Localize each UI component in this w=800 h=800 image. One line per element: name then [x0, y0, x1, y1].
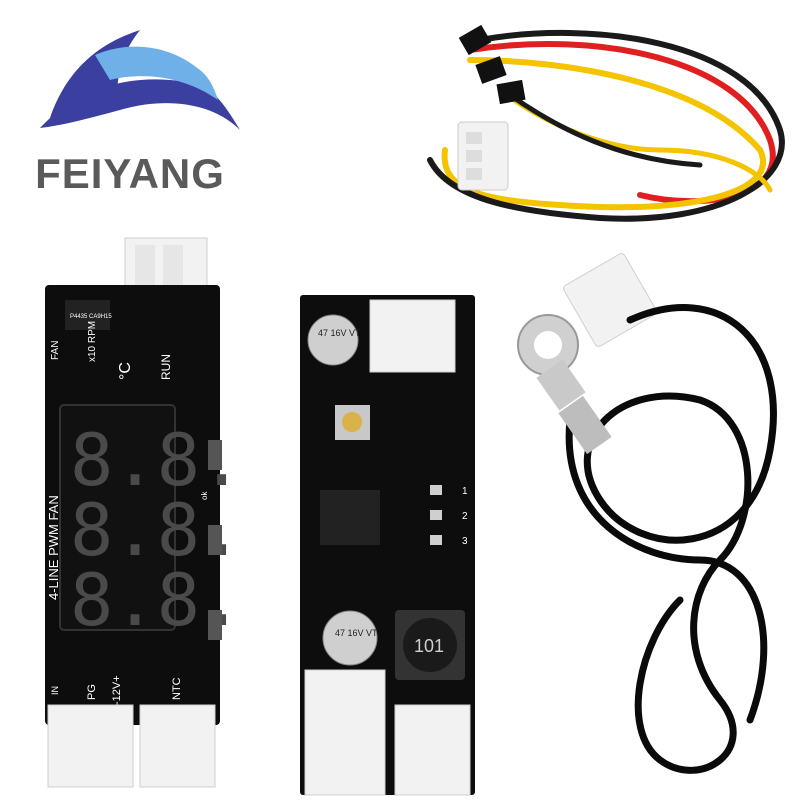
fan-connector-middle	[369, 299, 456, 373]
rpm-label: x10 RPM	[87, 321, 98, 362]
pg-label: PG	[86, 684, 98, 700]
dupont-connectors	[458, 24, 526, 105]
in-label: IN	[50, 686, 60, 695]
run-label: RUN	[159, 354, 173, 380]
cap-top-label: 47 16V VT	[318, 328, 361, 338]
input-connector	[47, 704, 134, 788]
side-buttons	[208, 440, 222, 640]
fan-label: FAN	[50, 341, 61, 360]
logo-wave-light	[95, 46, 218, 100]
ntc-label: NTC	[171, 677, 183, 700]
probe-2pin-connector	[563, 253, 657, 347]
capacitor-top	[307, 314, 359, 366]
mosfet-chip	[65, 300, 110, 330]
input-connector-middle	[304, 669, 386, 796]
led-number-3: 3	[462, 536, 468, 547]
ring-terminal	[517, 314, 586, 411]
power-label: -12V+	[111, 675, 123, 705]
unit-label: °C	[117, 362, 134, 380]
leds	[430, 485, 442, 495]
ok-label: ok	[200, 491, 209, 500]
board-side-label: 4-LINE PWM FAN	[46, 495, 61, 600]
ntc-connector	[139, 704, 216, 788]
cap-bottom-label: 47 16V VT	[335, 628, 378, 638]
ic-chip	[320, 490, 380, 545]
chip-marking: P4435 CA9H15	[70, 314, 112, 320]
led-number-1: 1	[462, 486, 468, 497]
probe-sleeve	[558, 395, 612, 455]
capacitor-bottom	[322, 610, 378, 666]
output-connector-middle	[394, 704, 471, 796]
led-display	[59, 404, 176, 631]
brand-name: FEIYANG	[35, 150, 225, 197]
cable-3pin-connector	[457, 121, 509, 191]
led-number-2: 2	[462, 511, 468, 522]
inductor-label: 101	[414, 636, 444, 656]
logo-wave-mid	[40, 79, 240, 130]
